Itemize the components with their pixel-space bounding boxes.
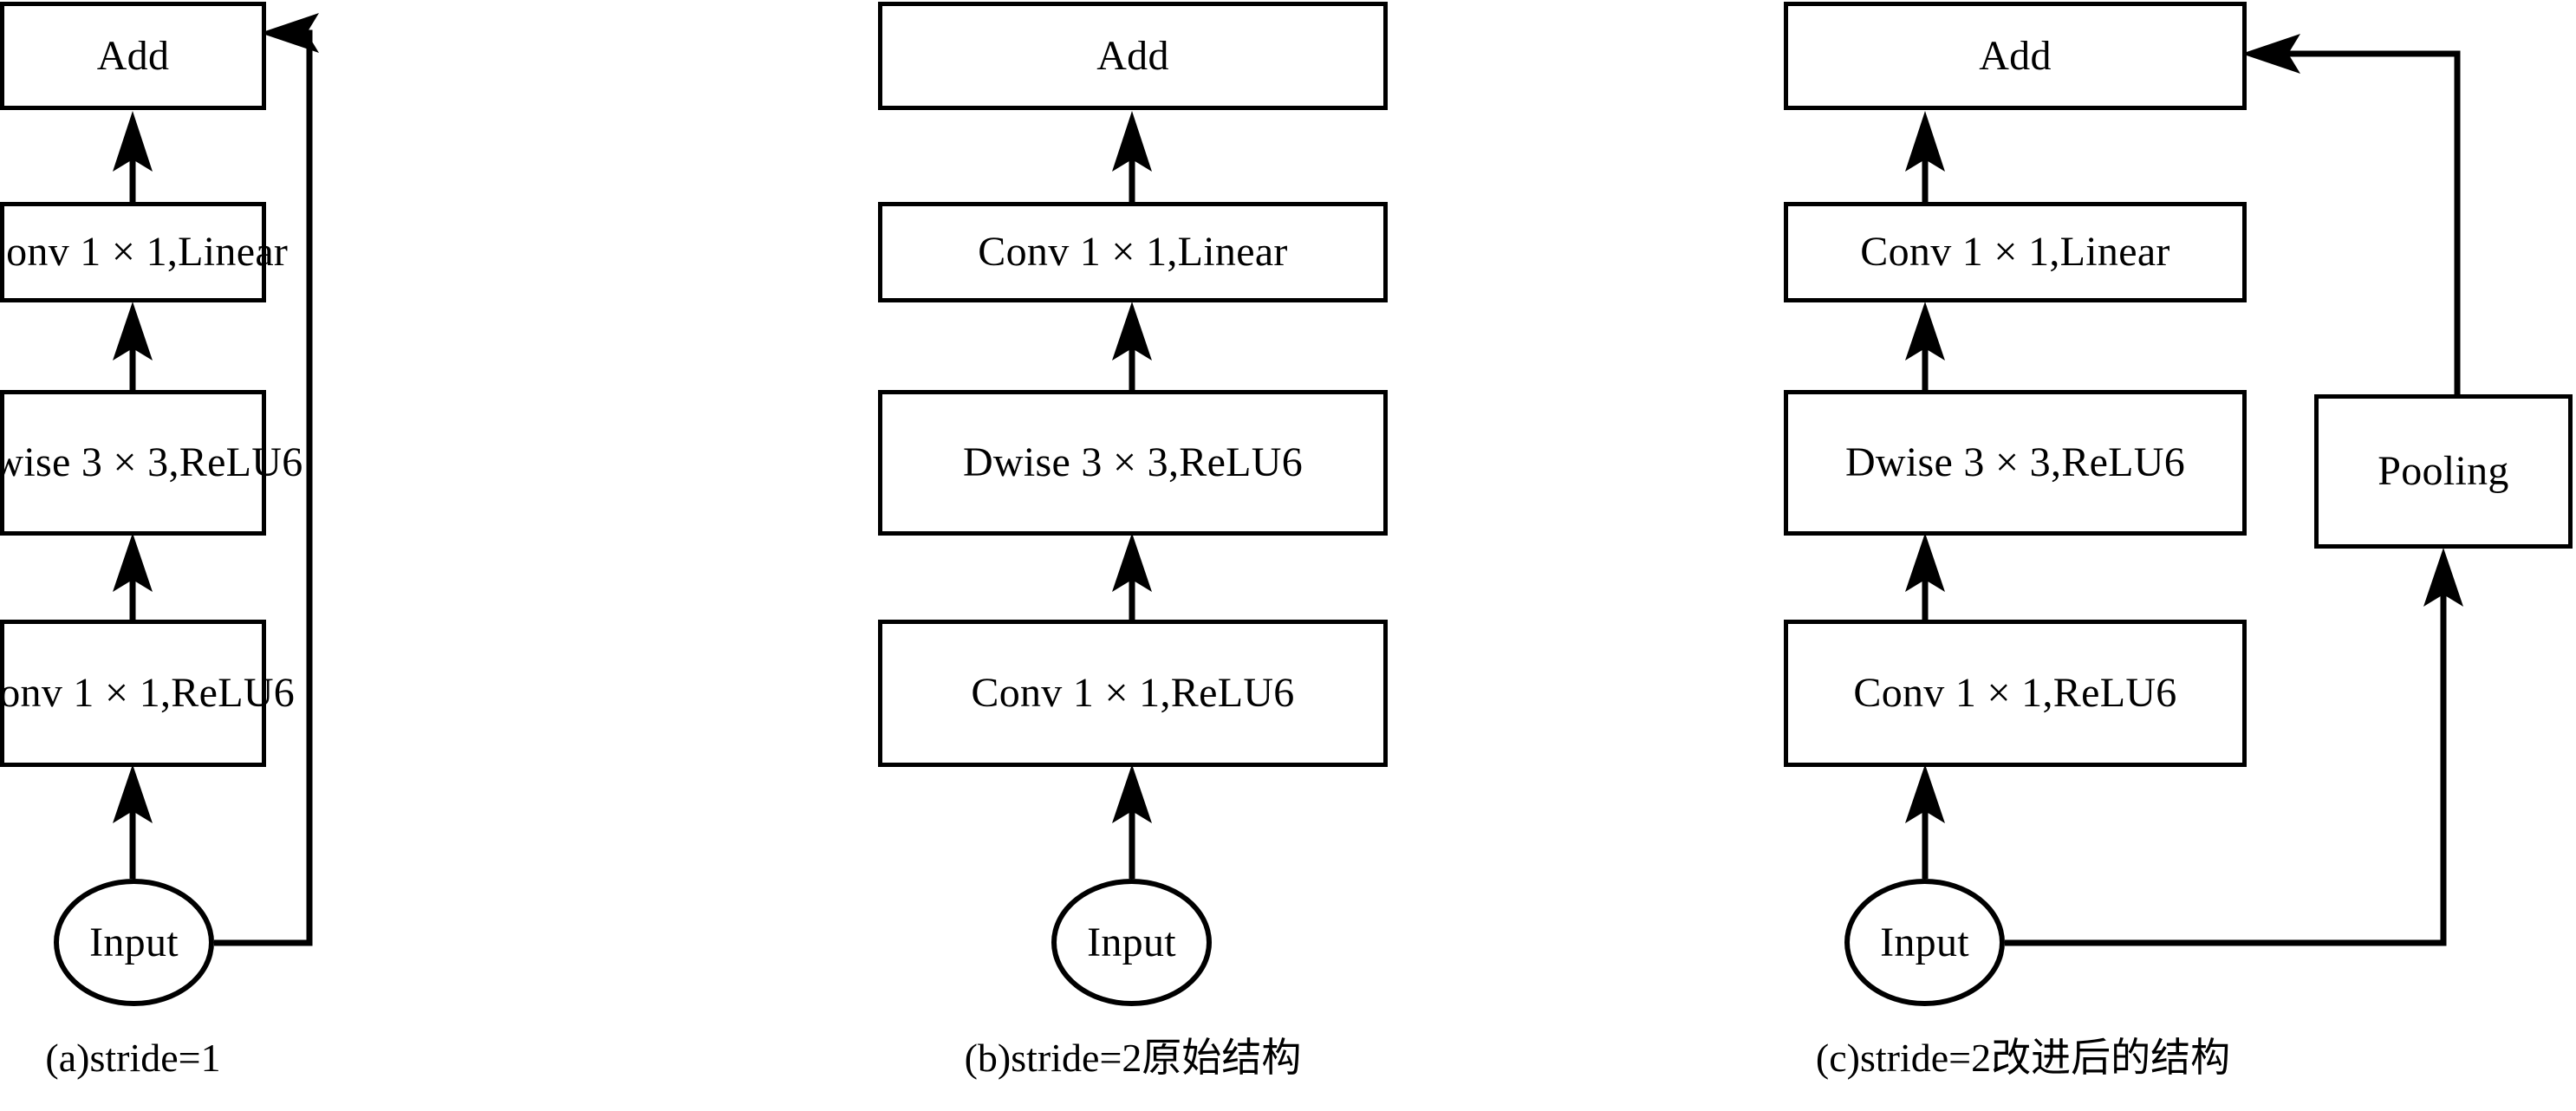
panel-b-node-dwise-label: Dwise 3 × 3,ReLU6 [962,439,1304,485]
panel-c-node-dwise[interactable]: Dwise 3 × 3,ReLU6 [1784,390,2247,536]
panel-c-node-conv-linear[interactable]: Conv 1 × 1,Linear [1784,202,2247,302]
panel-c-node-add[interactable]: Add [1784,2,2247,110]
panel-b-caption-text: (b)stride=2原始结构 [964,1036,1302,1080]
arrowhead-c-dwise-to-conv2 [1905,302,1945,361]
panel-c-node-pooling[interactable]: Pooling [2314,394,2573,549]
panel-b-node-conv-relu-label: Conv 1 × 1,ReLU6 [971,670,1295,716]
panel-a-node-add-label: Add [96,32,170,79]
arrowhead-b-dwise-to-conv2 [1112,302,1152,361]
panel-b-caption: (b)stride=2原始结构 [878,1038,1388,1078]
panel-b-node-conv-relu[interactable]: Conv 1 × 1,ReLU6 [878,620,1388,767]
panel-b-node-dwise[interactable]: Dwise 3 × 3,ReLU6 [878,390,1388,536]
panel-b-node-input[interactable]: Input [1051,879,1212,1006]
arrowhead-c-conv1-to-dwise [1905,533,1945,592]
panel-b-node-add-label: Add [1096,32,1169,79]
arrowhead-a-conv1-to-dwise [113,533,153,592]
panel-a-node-conv-linear[interactable]: Conv 1 × 1,Linear [0,202,288,302]
arrowhead-c-pooling-to-add [2241,34,2300,74]
panel-b-node-conv-linear[interactable]: Conv 1 × 1,Linear [878,202,1388,302]
arrowhead-a-skip-to-add [260,13,319,53]
panel-c-caption: (c)stride=2改进后的结构 [1746,1038,2300,1078]
panel-a-node-input[interactable]: Input [54,879,214,1006]
arrowhead-a-input-to-conv1 [113,764,153,823]
panel-b-node-add[interactable]: Add [878,2,1388,110]
panel-a-node-conv-relu-label: Conv 1 × 1,ReLU6 [0,670,296,716]
arrowhead-b-input-to-conv1 [1112,764,1152,823]
panel-c-node-pooling-label: Pooling [2378,448,2509,494]
panel-c-caption-text: (c)stride=2改进后的结构 [1815,1036,2231,1080]
panel-c-node-dwise-label: Dwise 3 × 3,ReLU6 [1844,439,2186,485]
panel-c-node-conv-linear-label: Conv 1 × 1,Linear [1860,229,2170,275]
panel-a-node-conv-linear-label: Conv 1 × 1,Linear [0,229,289,275]
arrowhead-c-conv2-to-add [1905,111,1945,172]
arrowhead-c-input-to-conv1 [1905,764,1945,823]
arrowhead-c-input-to-pooling [2423,548,2463,607]
panel-c-node-add-label: Add [1979,32,2052,79]
panel-b-edges [1112,111,1152,879]
arrowhead-a-dwise-to-conv2 [113,302,153,361]
panel-a-node-add[interactable]: Add [0,2,266,110]
panel-c-node-conv-relu-label: Conv 1 × 1,ReLU6 [1853,670,2177,716]
panel-a-caption: (a)stride=1 [0,1038,266,1078]
panel-c-node-input-label: Input [1880,919,1969,965]
panel-b-node-conv-linear-label: Conv 1 × 1,Linear [978,229,1288,275]
panel-a-caption-text: (a)stride=1 [45,1036,221,1080]
panel-c-edges [1905,34,2463,946]
edge-c-pooling-to-add [2276,50,2461,394]
panel-c-node-conv-relu[interactable]: Conv 1 × 1,ReLU6 [1784,620,2247,767]
panel-a-node-dwise-label: Dwise 3 × 3,ReLU6 [0,439,303,485]
panel-c-node-input[interactable]: Input [1844,879,2005,1006]
panel-b-node-input-label: Input [1087,919,1176,965]
arrowhead-b-conv2-to-add [1112,111,1152,172]
arrowhead-a-conv2-to-add [113,111,153,172]
arrowhead-b-conv1-to-dwise [1112,533,1152,592]
panel-a-node-conv-relu[interactable]: Conv 1 × 1,ReLU6 [0,620,295,767]
panel-a-node-dwise[interactable]: Dwise 3 × 3,ReLU6 [0,390,302,536]
edge-c-input-to-pooling [2005,586,2447,946]
panel-a-edges [113,13,319,946]
panel-a-node-input-label: Input [89,919,179,965]
